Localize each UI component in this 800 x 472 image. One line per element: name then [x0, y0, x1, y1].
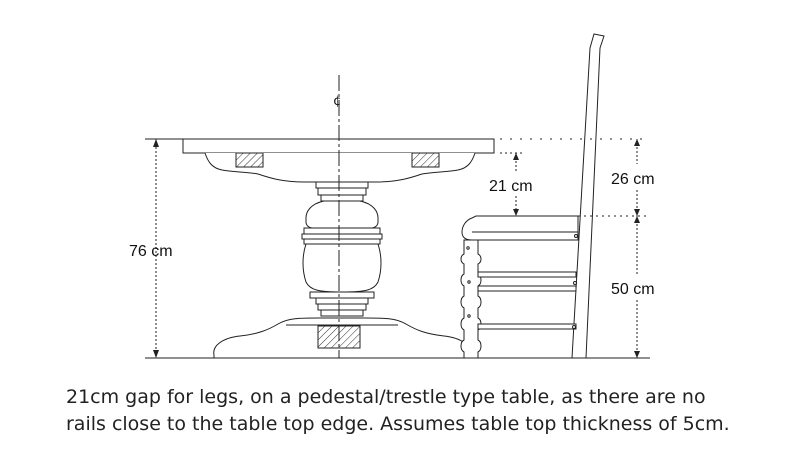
pedestal-table [182, 138, 495, 359]
caption-line-1: 21cm gap for legs, on a pedestal/trestle… [66, 386, 706, 408]
chair-seat [461, 215, 579, 241]
side-chair [460, 33, 605, 359]
chair-front-leg [460, 239, 482, 359]
label-seat-height: 50 cm [611, 281, 655, 298]
bearer-block-left [235, 152, 264, 168]
label-table-height: 76 cm [129, 243, 173, 260]
chair-stretcher-lower [477, 323, 577, 330]
chair-stretcher-upper [477, 271, 577, 278]
dimension-lines [145, 138, 650, 359]
chair-back-post [571, 33, 605, 359]
pedestal-column [301, 181, 383, 317]
chair-stretcher-middle [477, 285, 577, 292]
bearer-block-right [411, 152, 440, 168]
centerline-symbol: ¢ [333, 94, 341, 109]
diagram-caption: 21cm gap for legs, on a pedestal/trestle… [66, 384, 786, 438]
label-leg-gap: 21 cm [489, 178, 533, 195]
caption-line-2: rails close to the table top edge. Assum… [66, 413, 730, 435]
label-back-above-seat: 26 cm [611, 171, 655, 188]
